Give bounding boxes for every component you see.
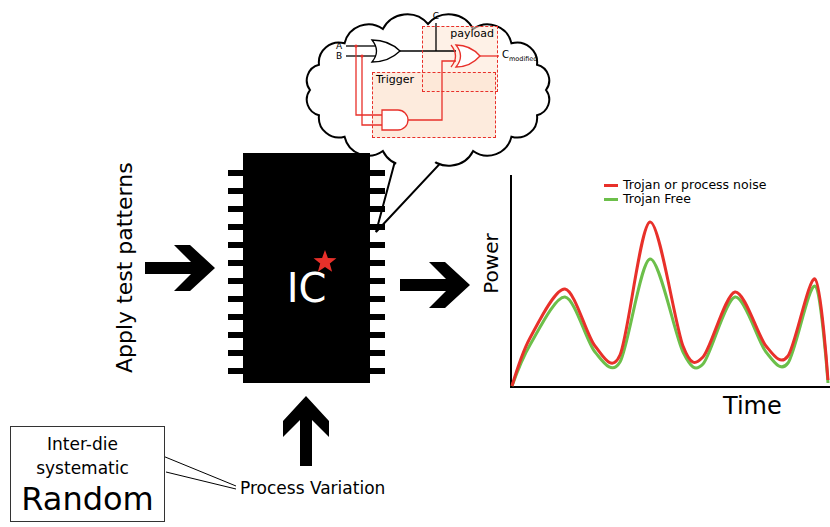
legend-swatch (604, 184, 618, 187)
pin (368, 332, 385, 338)
junction-dot (354, 44, 357, 47)
wire (346, 45, 376, 46)
variation-caption: Process Variation (240, 479, 385, 499)
variation-random: Random (19, 481, 156, 518)
pin (368, 242, 385, 248)
pin (368, 260, 385, 266)
and-gate (382, 110, 408, 130)
pin (368, 296, 385, 302)
xor-back (451, 45, 456, 67)
legend-entry: Trojan or process noise (604, 178, 766, 192)
trojan-curve (512, 222, 828, 386)
signal-name: C (433, 11, 439, 21)
node-title: IC (243, 265, 370, 311)
legend-entry: Trojan Free (604, 192, 691, 206)
legend-text: Trojan or process noise (623, 178, 766, 192)
variation-kinds: Inter-die systematic (19, 433, 156, 481)
wire (480, 55, 499, 56)
pin (368, 206, 385, 212)
callout-cloud (307, 14, 549, 166)
signal-subscript: modified (509, 56, 537, 63)
input-arrow (145, 245, 215, 291)
leader-line (166, 472, 236, 489)
axis-title: Time (723, 393, 782, 421)
node-title: Trigger (376, 74, 492, 87)
pin (368, 224, 385, 230)
region-fill (422, 26, 498, 92)
node-title: payload (426, 28, 494, 41)
legend-text: Trojan Free (623, 192, 691, 206)
pin (368, 188, 385, 194)
trojan-free-curve (512, 259, 828, 386)
x-axis (510, 386, 830, 388)
circuit (346, 23, 499, 130)
legend-swatch (604, 198, 618, 201)
input-caption: Apply test patterns (111, 163, 136, 374)
or-gate (372, 40, 400, 62)
output-arrow (400, 262, 470, 308)
junction-dot (360, 54, 363, 57)
pin (368, 368, 385, 374)
pin (368, 314, 385, 320)
signal-name: B (336, 51, 342, 61)
pin (368, 350, 385, 356)
leader-line (153, 452, 236, 486)
trigger-region: Trigger (372, 72, 496, 138)
variation-box: Inter-die systematicRandom (10, 426, 165, 522)
signal-name: C (502, 49, 509, 61)
payload-region: payload (422, 26, 498, 92)
xor-gate (456, 45, 480, 67)
pin (368, 278, 385, 284)
wire (400, 50, 456, 51)
wire (346, 55, 376, 56)
pin (368, 170, 385, 176)
net-tag (435, 23, 436, 51)
y-axis (510, 175, 512, 388)
axis-title: Power (480, 233, 503, 293)
variation-arrow (283, 396, 329, 466)
signal-name: A (336, 41, 342, 51)
wire (408, 61, 456, 120)
callout-tail-join (380, 146, 446, 224)
ic-chip: IC (243, 153, 370, 383)
